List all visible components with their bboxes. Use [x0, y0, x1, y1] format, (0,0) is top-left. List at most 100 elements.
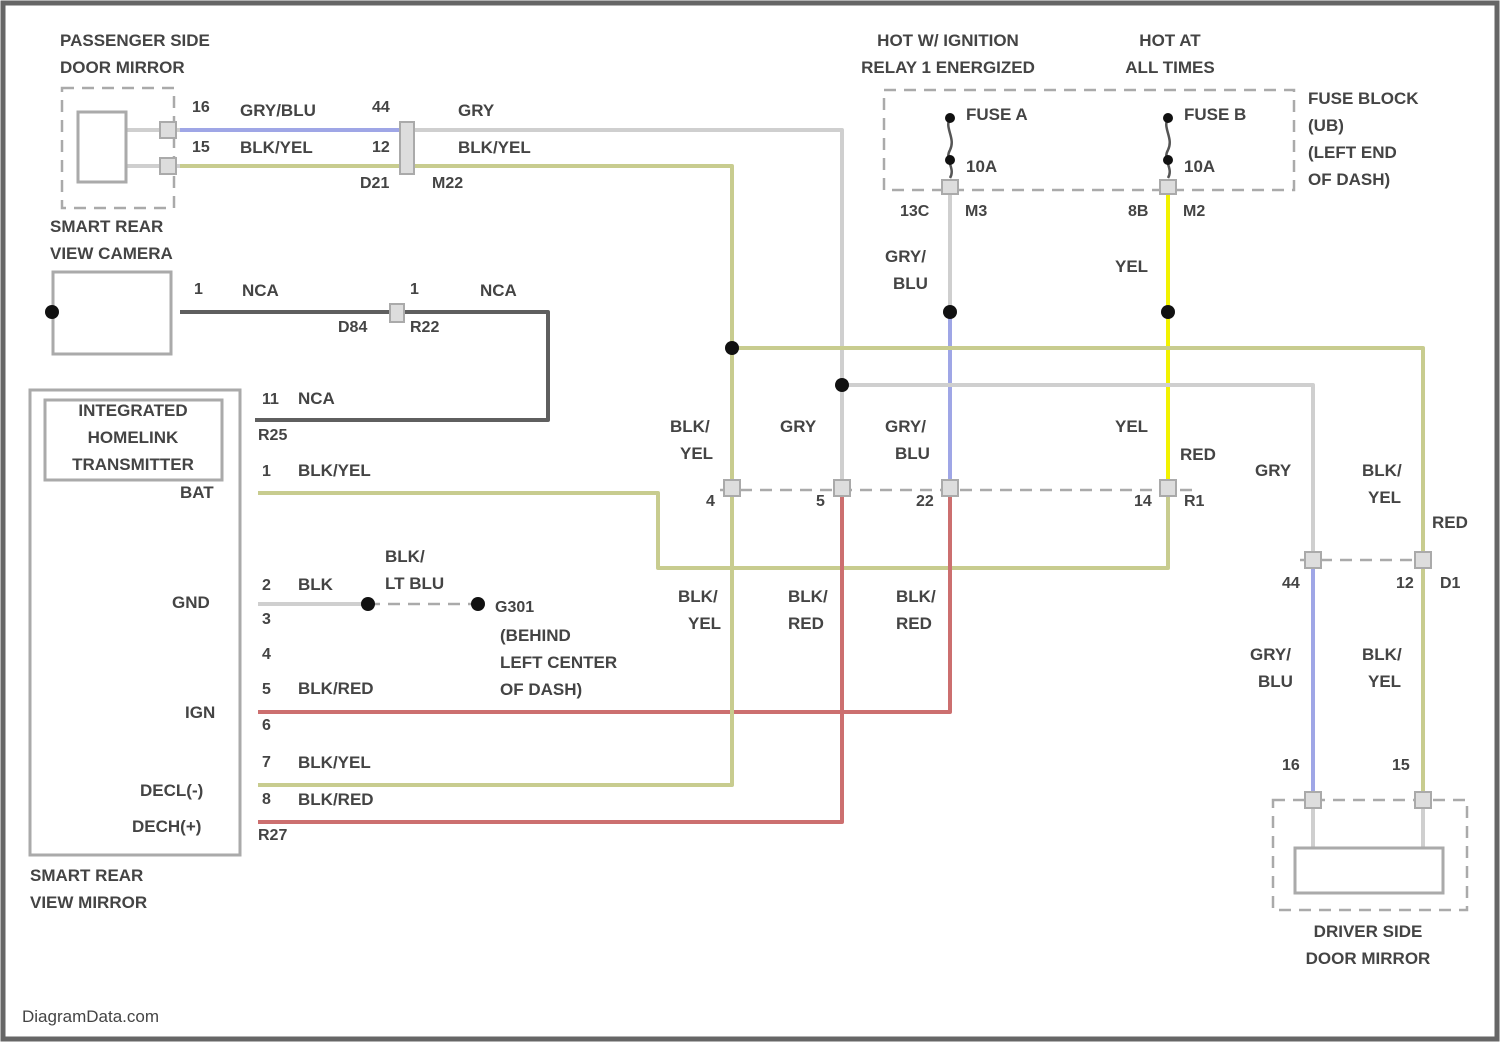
fuse-b-terminal-bottom: [1163, 155, 1173, 165]
mirror-pin-5: 5: [262, 681, 271, 698]
driver-pin-12-connector: [1415, 552, 1431, 568]
camera-title-2: VIEW CAMERA: [50, 244, 173, 263]
camera-inline-connector: [390, 304, 404, 322]
fuse-block-title-3: (LEFT END: [1308, 143, 1397, 162]
camera-conn-b: R22: [410, 319, 439, 336]
pm-wire-bottom: BLK/YEL: [240, 138, 313, 157]
drv-pin-44: 44: [1282, 575, 1300, 592]
splices: [45, 113, 1175, 611]
camera-ground-dot: [45, 305, 59, 319]
passenger-mirror-title-2: DOOR MIRROR: [60, 58, 185, 77]
mirror-label-ign: IGN: [185, 703, 215, 722]
mirror-wire-8: BLK/RED: [298, 790, 374, 809]
mirror-label-gnd: GND: [172, 593, 210, 612]
ground-splice: [361, 597, 375, 611]
pm-inline-connector: [400, 122, 414, 174]
low-wire-b-1: BLK/: [788, 587, 828, 606]
ground-wire-2: LT BLU: [385, 574, 444, 593]
wire-splice-blk-yel: [732, 348, 1423, 800]
low-wire-b-2: RED: [788, 614, 824, 633]
homelink-title-1: INTEGRATED: [78, 401, 187, 420]
wire-mirror-decl: [258, 490, 732, 785]
camera-inline-pin: 1: [410, 281, 419, 298]
pm-pin-15-connector: [160, 158, 176, 174]
hot-ign-title-1: HOT W/ IGNITION: [877, 31, 1019, 50]
passenger-mirror-motor: [78, 112, 126, 182]
mirror-wire-11: NCA: [298, 389, 335, 408]
driver-pin-44-connector: [1305, 552, 1321, 568]
camera-conn-a: D84: [338, 319, 367, 336]
driver-pin-16-connector: [1305, 792, 1321, 808]
drv-wire-red: RED: [1432, 513, 1468, 532]
drv-conn: D1: [1440, 575, 1461, 592]
ground-loc-2: LEFT CENTER: [500, 653, 617, 672]
bus-wire-a-2: YEL: [680, 444, 713, 463]
ground-point: [471, 597, 485, 611]
fuse-a-terminal-bottom: [945, 155, 955, 165]
bus-pin-5: 5: [816, 493, 825, 510]
fuse-block-title-1: FUSE BLOCK: [1308, 89, 1419, 108]
bus-conn: R1: [1184, 493, 1205, 510]
fuse-b-symbol: [1166, 118, 1169, 178]
driver-mirror-title-2: DOOR MIRROR: [1306, 949, 1431, 968]
fuse-b-name: FUSE B: [1184, 105, 1246, 124]
bus-pin-14: 14: [1134, 493, 1152, 510]
pm-wire-out-bottom: BLK/YEL: [458, 138, 531, 157]
splice-blk-yel: [725, 341, 739, 355]
ground-id: G301: [495, 599, 534, 616]
homelink-title-3: TRANSMITTER: [72, 455, 194, 474]
fuse-a-symbol: [948, 118, 951, 178]
fuse-b-connector: [1160, 180, 1176, 194]
mirror-pin-11: 11: [262, 391, 279, 408]
rear-mirror-title-2: VIEW MIRROR: [30, 893, 147, 912]
fuse-b-rating: 10A: [1184, 157, 1215, 176]
pm-pin-16: 16: [192, 99, 210, 116]
drv-pin-12: 12: [1396, 575, 1414, 592]
driver-mirror-motor: [1295, 848, 1443, 893]
pm-pin-15: 15: [192, 139, 210, 156]
driver-mirror-title-1: DRIVER SIDE: [1314, 922, 1423, 941]
bus-pin-5-connector: [834, 480, 850, 496]
mirror-pin-8: 8: [262, 791, 271, 808]
fuse-a-rating: 10A: [966, 157, 997, 176]
ground-wire-1: BLK/: [385, 547, 425, 566]
hot-all-title-1: HOT AT: [1139, 31, 1201, 50]
bus-wire-b: GRY: [780, 417, 817, 436]
fuse-a-connector: [942, 180, 958, 194]
pm-pin-16-connector: [160, 122, 176, 138]
drv-wire-blk-yel-2: YEL: [1368, 488, 1401, 507]
fuse-block-title-2: (UB): [1308, 116, 1344, 135]
mirror-pin-1: 1: [262, 463, 271, 480]
mirror-wire-2: BLK: [298, 575, 334, 594]
mirror-wire-1: BLK/YEL: [298, 461, 371, 480]
drv-wire-blk-yel-1: BLK/: [1362, 461, 1402, 480]
drv-pin-16: 16: [1282, 757, 1300, 774]
fuse-a-wire-1: GRY/: [885, 247, 926, 266]
mirror-label-decl: DECL(-): [140, 781, 203, 800]
splice-gry: [835, 378, 849, 392]
bus-wire-c-1: GRY/: [885, 417, 926, 436]
splice-yel: [1161, 305, 1175, 319]
camera-wire-a: NCA: [242, 281, 279, 300]
mirror-label-dech: DECH(+): [132, 817, 201, 836]
wire-pm-gry: [405, 130, 842, 485]
fuse-b-conn: M2: [1183, 203, 1205, 220]
mirror-pin-2: 2: [262, 577, 271, 594]
pm-wire-out-top: GRY: [458, 101, 495, 120]
drv-pin-15: 15: [1392, 757, 1410, 774]
fuse-a-terminal-top: [945, 113, 955, 123]
mirror-pin-3: 3: [262, 611, 271, 628]
pm-conn-b: M22: [432, 175, 463, 192]
camera-pin-1: 1: [194, 281, 203, 298]
pm-c2-pin-44: 44: [372, 99, 390, 116]
drv-wire-gry: GRY: [1255, 461, 1292, 480]
driver-pin-15-connector: [1415, 792, 1431, 808]
splice-gry-blu: [943, 305, 957, 319]
footer-credit: DiagramData.com: [22, 1007, 159, 1026]
bus-pin-14-connector: [1160, 480, 1176, 496]
low-wire-c-2: RED: [896, 614, 932, 633]
pm-wire-top: GRY/BLU: [240, 101, 316, 120]
rear-mirror-title-1: SMART REAR: [30, 866, 143, 885]
mirror-wire-7: BLK/YEL: [298, 753, 371, 772]
